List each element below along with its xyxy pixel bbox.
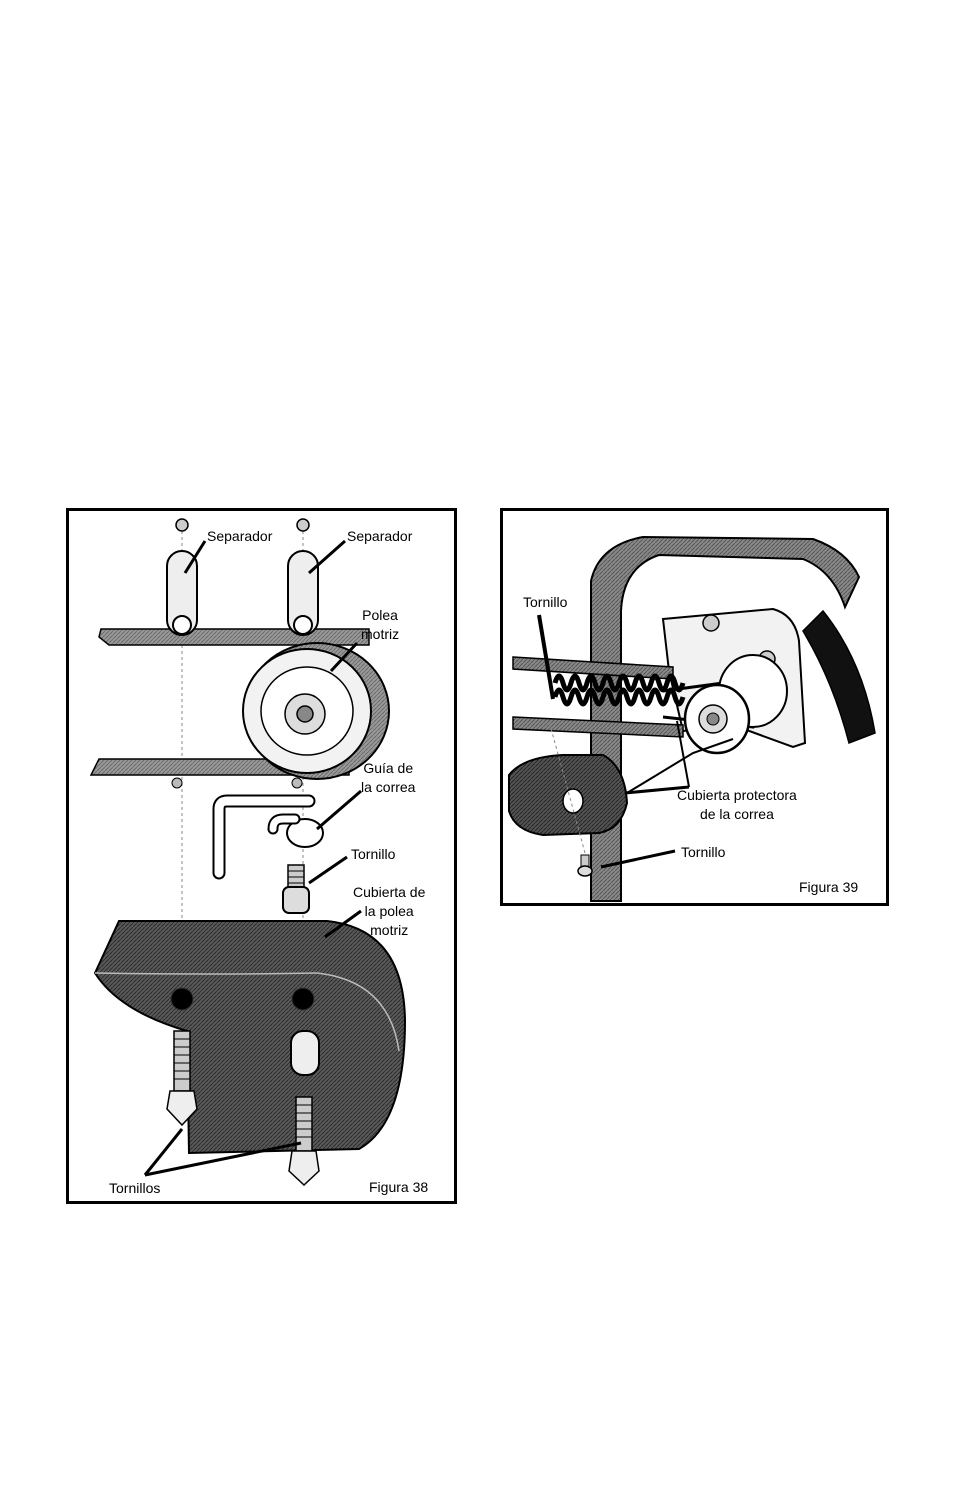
figure-38: Separador Separador Polea motriz Guía de… bbox=[66, 508, 457, 1204]
figure-39: Tornillo Cubierta protectora de la corre… bbox=[500, 508, 889, 906]
bottom-bolt bbox=[578, 855, 592, 876]
label-bolts: Tornillos bbox=[109, 1179, 160, 1198]
label-belt-guide: Guía de la correa bbox=[361, 759, 415, 797]
label-drive-pulley: Polea motriz bbox=[361, 606, 399, 644]
spacer-right bbox=[288, 551, 318, 635]
caption-figure-38: Figura 38 bbox=[369, 1179, 428, 1195]
label-bolt-bottom: Tornillo bbox=[681, 843, 725, 862]
nut-right bbox=[297, 519, 309, 531]
label-spacer-left: Separador bbox=[207, 527, 272, 546]
belt-guide bbox=[219, 801, 323, 873]
label-bolt: Tornillo bbox=[351, 845, 395, 864]
label-spacer-right: Separador bbox=[347, 527, 412, 546]
label-bolt-top: Tornillo bbox=[523, 593, 567, 612]
pulley-cover bbox=[95, 921, 405, 1153]
nut-left bbox=[176, 519, 188, 531]
bolt bbox=[283, 865, 309, 913]
label-belt-guard: Cubierta protectora de la correa bbox=[677, 786, 797, 824]
label-pulley-cover: Cubierta de la polea motriz bbox=[353, 883, 425, 940]
bottom-spacer-right bbox=[291, 1031, 319, 1075]
caption-figure-39: Figura 39 bbox=[799, 879, 858, 895]
